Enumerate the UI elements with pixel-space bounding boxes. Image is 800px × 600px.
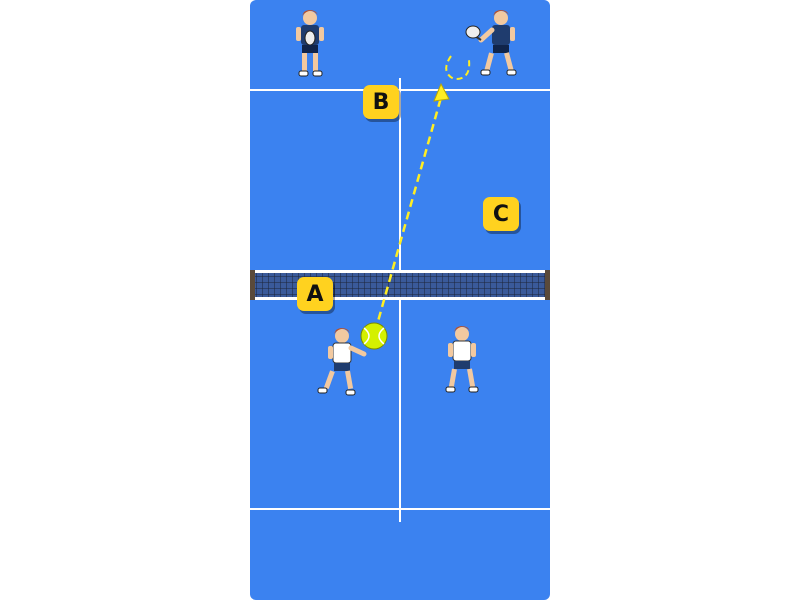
zone-c-badge[interactable]: C [483, 197, 519, 231]
center-service-line [399, 78, 401, 522]
near-player-right [445, 326, 479, 393]
zone-a-badge[interactable]: A [297, 277, 333, 311]
padel-court: A B C [250, 0, 550, 600]
far-player-right [465, 10, 517, 76]
near-player-left [317, 328, 367, 396]
zone-b-badge[interactable]: B [363, 85, 399, 119]
net [250, 270, 550, 300]
far-player-left [296, 10, 324, 77]
